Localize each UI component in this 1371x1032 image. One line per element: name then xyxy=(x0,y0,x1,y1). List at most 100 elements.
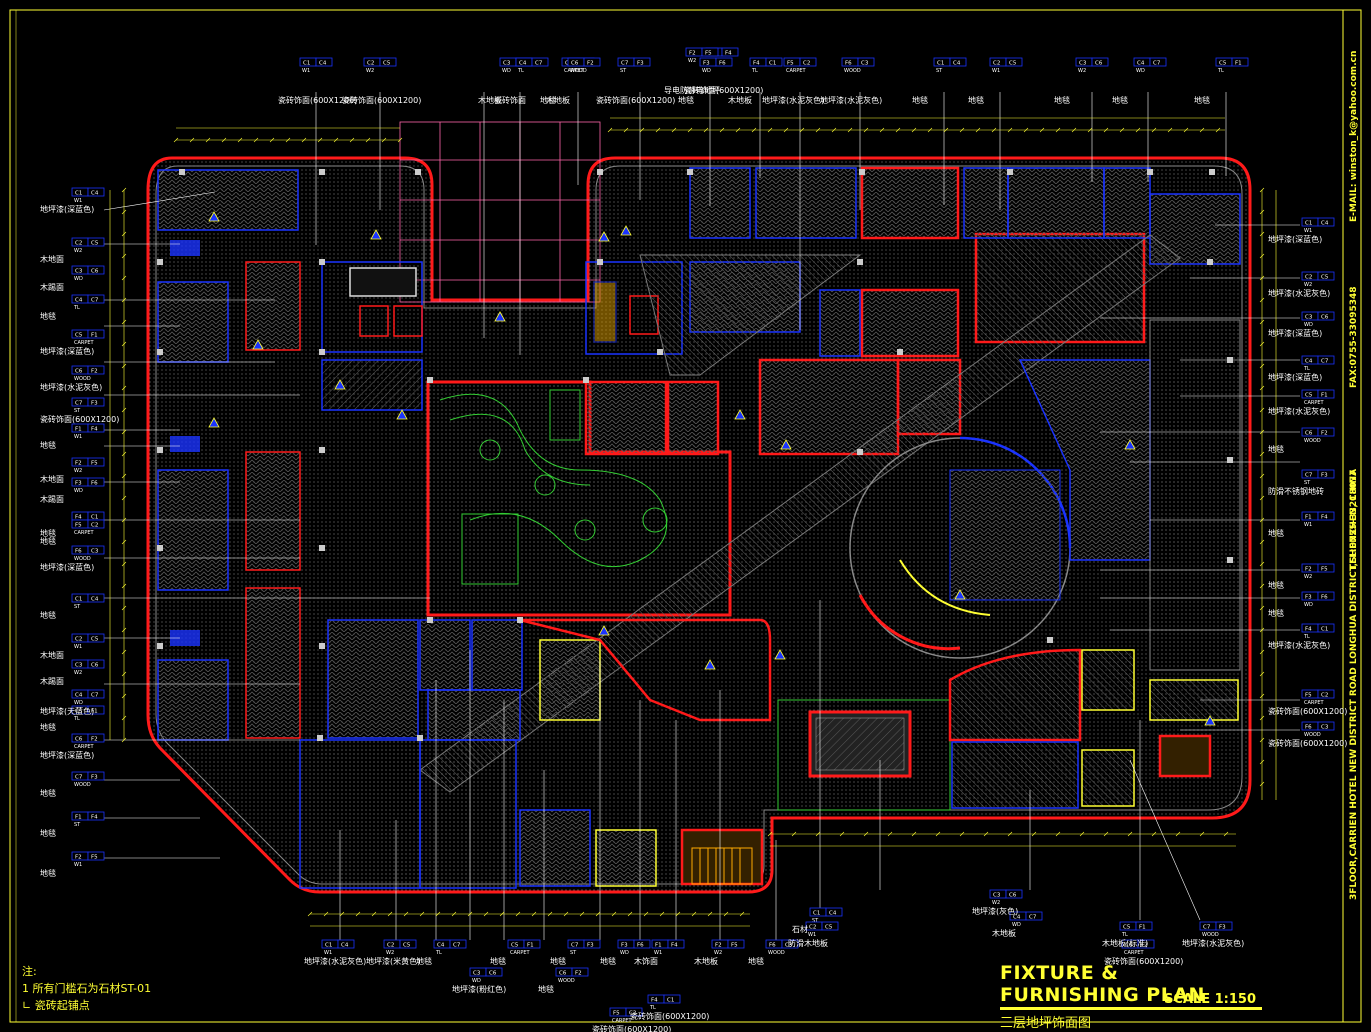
right-tag-12-material: WOOD xyxy=(1304,732,1321,738)
top-tag-12-code: F6 xyxy=(845,61,852,67)
bottom-tag-4-code: C5 xyxy=(511,943,519,949)
top-tag-11-subcode: C2 xyxy=(803,61,810,67)
left-callout-5: 地坪漆(水泥灰色) xyxy=(40,383,103,392)
top-tag-5-subcode: F2 xyxy=(587,61,594,67)
left-callout-14: 木地面 xyxy=(40,651,64,660)
column-11 xyxy=(597,259,603,265)
right-tag-1-material: W2 xyxy=(1304,282,1312,288)
bottom-tag-8-code: F2 xyxy=(715,943,722,949)
top-callout-4: 地毯 xyxy=(540,96,556,105)
bottom-leaders xyxy=(339,600,1201,940)
left-callout-20: 地毯 xyxy=(40,829,56,838)
top-tag-17-material: TL xyxy=(1217,68,1224,74)
left-tag-5-material: WOOD xyxy=(74,376,91,382)
bottom-callout-4: 地毯 xyxy=(490,957,506,966)
top-tag-1-code: C2 xyxy=(367,61,374,67)
top-callout-16: 地毯 xyxy=(1112,96,1128,105)
bottom-tag-13-material: ST xyxy=(812,918,819,924)
left-tag-21-subcode: F5 xyxy=(91,855,98,861)
top-tag-14-material: W1 xyxy=(992,68,1000,74)
left-tag-14-subcode: C5 xyxy=(91,637,99,643)
notes-line-1: 1 所有门槛石为石材ST-01 xyxy=(22,982,152,995)
tel-text: TEL:0755-33218077 xyxy=(1349,469,1359,570)
bottom-callout-15: 地坪漆(灰色) xyxy=(972,907,1019,916)
left-tag-18-subcode: F2 xyxy=(91,737,98,743)
bottom-tag-11-code: F5 xyxy=(613,1011,620,1017)
column-10 xyxy=(319,259,325,265)
bottom-tag-8-subcode: F5 xyxy=(731,943,738,949)
column-13 xyxy=(1207,259,1213,265)
level-marker-2 xyxy=(208,417,220,428)
top-tag-1-subcode: C5 xyxy=(383,61,391,67)
left-tag-9-code: F3 xyxy=(75,481,82,487)
top-callout-3: 瓷砖饰面 xyxy=(494,96,526,105)
left-tag-2-subcode: C6 xyxy=(91,269,99,275)
level-marker-14 xyxy=(704,659,716,670)
right-tag-11-code: F5 xyxy=(1305,693,1312,699)
top-tag-17-code: C5 xyxy=(1219,61,1227,67)
top-tag-10-subcode: C1 xyxy=(769,61,776,67)
top-tag-6-material: ST xyxy=(620,68,627,74)
level-marker-16 xyxy=(1204,715,1216,726)
right-callout-5: 地毯 xyxy=(1268,445,1284,454)
right-callout-4: 地坪漆(水泥灰色) xyxy=(1268,407,1331,416)
level-marker-3 xyxy=(370,229,382,240)
drawing-notes: 注: 1 所有门槛石为石材ST-01 ∟ 瓷砖起铺点 xyxy=(22,963,151,1014)
top-tag-9-material: WD xyxy=(702,68,711,74)
right-tag-3-material: TL xyxy=(1303,366,1310,372)
column-28 xyxy=(517,617,523,623)
top-callout-17: 地毯 xyxy=(1194,96,1210,105)
bottom-callout-14: 防滑木地板 xyxy=(788,939,828,948)
bottom-callout-8: 木地板 xyxy=(694,957,718,966)
top-callout-12: 地坪漆(水泥灰色) xyxy=(820,96,883,105)
left-tag-4-material: CARPET xyxy=(74,340,95,346)
column-24 xyxy=(319,545,325,551)
bottom-tag-9-code: F3 xyxy=(621,943,628,949)
column-32 xyxy=(1227,357,1233,363)
bottom-tag-7-subcode: F4 xyxy=(671,943,678,949)
left-tag-19-subcode: F3 xyxy=(91,775,98,781)
top-callout-7: 瓷砖饰面(600X1200) xyxy=(684,86,764,95)
left-tag-9-subcode: F6 xyxy=(91,481,98,487)
top-tag-7-subcode: F4 xyxy=(725,51,732,57)
bottom-tag-18-subcode: F2 xyxy=(1141,943,1148,949)
top-tag-13-code: C1 xyxy=(937,61,944,67)
top-tag-2-material: WD xyxy=(502,68,511,74)
top-tag-16-subcode: C7 xyxy=(1153,61,1161,67)
right-tag-8-subcode: F5 xyxy=(1321,567,1328,573)
top-callout-6: 瓷砖饰面(600X1200) xyxy=(596,96,676,105)
right-tag-2-code: C3 xyxy=(1305,315,1313,321)
dimension-left xyxy=(109,190,125,740)
right-tag-6-subcode: F3 xyxy=(1321,473,1328,479)
column-0 xyxy=(179,169,185,175)
left-callout-19: 地毯 xyxy=(40,789,56,798)
left-tag-17-code: C5 xyxy=(75,709,83,715)
dimension-top-right xyxy=(610,117,1225,131)
right-callout-11: 瓷砖饰面(600X1200) xyxy=(1268,707,1348,716)
right-callout-10: 地坪漆(水泥灰色) xyxy=(1268,641,1331,650)
bottom-tag-7-material: W1 xyxy=(654,950,662,956)
top-tag-11-code: F5 xyxy=(787,61,794,67)
top-callout-1: 瓷砖饰面(600X1200) xyxy=(342,96,422,105)
stair-bottom xyxy=(691,847,753,885)
